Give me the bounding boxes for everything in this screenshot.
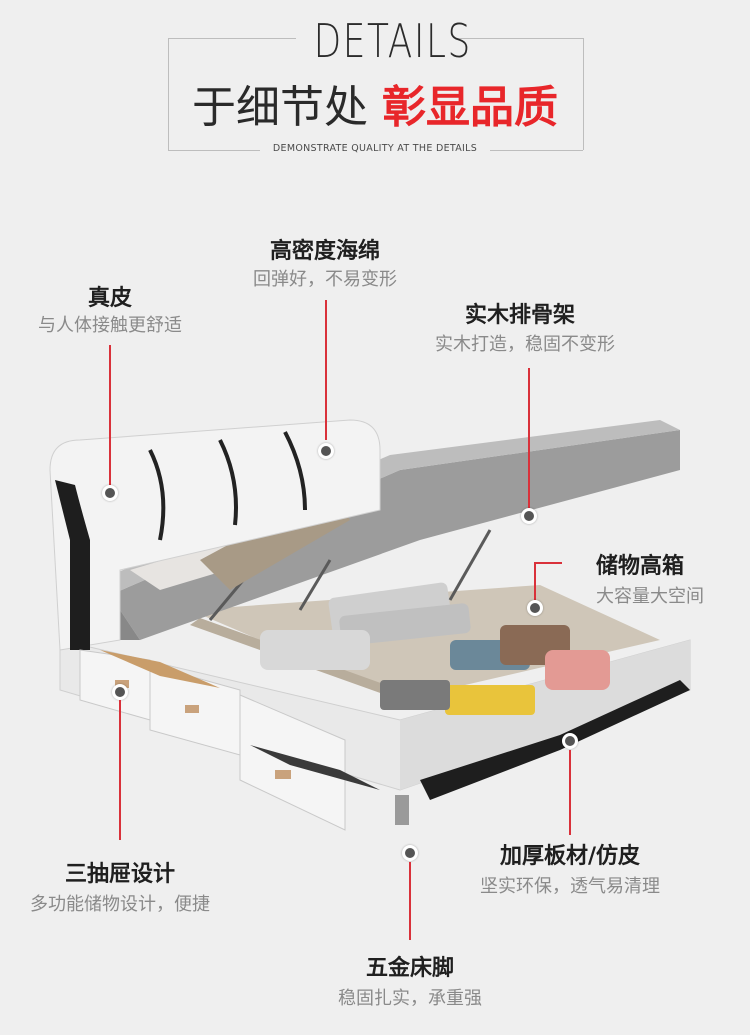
callout-dot — [527, 600, 543, 616]
feature-title-board: 加厚板材/仿皮 — [499, 844, 641, 869]
feature-title-leather: 真皮 — [87, 286, 132, 311]
feature-title-sponge: 高密度海绵 — [269, 239, 380, 264]
feature-desc-leather: 与人体接触更舒适 — [38, 315, 182, 336]
callout-dot — [402, 845, 418, 861]
header-frame — [168, 38, 584, 150]
callout-dot — [318, 443, 334, 459]
callout-line — [528, 368, 530, 508]
feature-title-storage: 储物高箱 — [595, 554, 684, 579]
feature-desc-sponge: 回弹好，不易变形 — [253, 269, 397, 290]
page-subtitle: 于细节处彰显品质 — [168, 78, 582, 138]
feature-desc-feet: 稳固扎实，承重强 — [338, 988, 482, 1009]
frame-line — [168, 38, 296, 39]
frame-line — [455, 38, 583, 39]
callout-dot — [112, 684, 128, 700]
feature-desc-board: 坚实环保，透气易清理 — [480, 876, 660, 897]
callout-line — [409, 862, 411, 940]
callout-dot — [102, 485, 118, 501]
callout-line — [534, 562, 562, 564]
subtitle-highlight: 彰显品质 — [382, 82, 558, 133]
feature-desc-storage: 大容量大空间 — [596, 586, 704, 607]
callout-line — [109, 345, 111, 485]
callout-line — [325, 300, 327, 440]
feature-title-frame: 实木排骨架 — [464, 303, 575, 328]
callout-dot — [562, 733, 578, 749]
feature-desc-drawers: 多功能储物设计，便捷 — [30, 894, 210, 915]
callout-dot — [521, 508, 537, 524]
frame-line — [490, 150, 583, 151]
callout-line — [534, 562, 536, 600]
frame-line — [168, 150, 260, 151]
tagline: DEMONSTRATE QUALITY AT THE DETAILS — [272, 143, 478, 154]
feature-title-drawers: 三抽屉设计 — [64, 862, 175, 887]
callout-line — [569, 750, 571, 835]
callout-line — [119, 700, 121, 840]
feature-title-feet: 五金床脚 — [365, 956, 454, 981]
feature-desc-frame: 实木打造，稳固不变形 — [435, 334, 615, 355]
subtitle-normal: 于细节处 — [192, 82, 368, 133]
